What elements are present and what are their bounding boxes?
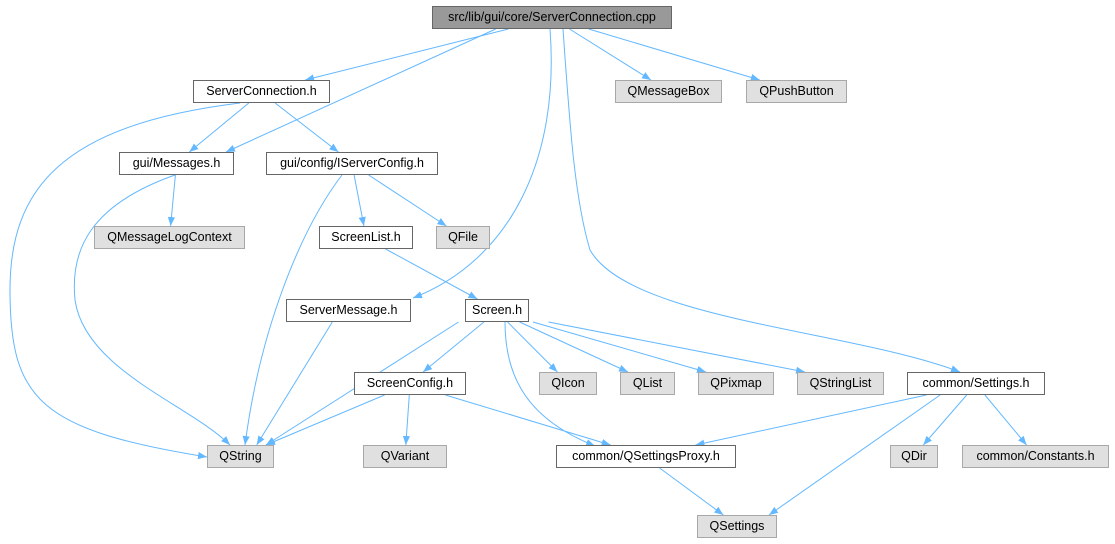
- node-serverconnection-h[interactable]: ServerConnection.h: [193, 80, 330, 103]
- edge-serverconnection_h-to-qstring: [9, 102, 241, 460]
- edge-screenlist_h-to-screen_h: [385, 248, 478, 300]
- edge-qsettingsproxy_h-to-qsettings: [659, 467, 724, 516]
- node-qstring: QString: [207, 445, 274, 468]
- edge-messages_h-to-qstring: [73, 174, 231, 446]
- edge-iserverconfig_h-to-screenlist_h: [353, 174, 366, 227]
- node-qstringlist: QStringList: [797, 372, 884, 395]
- node-screenconfig-h[interactable]: ScreenConfig.h: [354, 372, 466, 395]
- node-qsettings: QSettings: [697, 515, 777, 538]
- edge-iserverconfig_h-to-qfile: [368, 174, 447, 227]
- node-qpushbutton: QPushButton: [746, 80, 847, 103]
- node-qpixmap: QPixmap: [698, 372, 774, 395]
- edge-serverconnection_h-to-messages_h: [188, 102, 250, 153]
- edge-screen_h-to-qicon: [507, 321, 558, 373]
- edge-screen_h-to-screenconfig_h: [422, 321, 485, 373]
- edge-screen_h-to-qsettingsproxy_h: [504, 321, 596, 447]
- node-qfile: QFile: [436, 226, 490, 249]
- node-qdir: QDir: [890, 445, 938, 468]
- edge-root-to-servermessage_h: [412, 28, 552, 299]
- node-qlist: QList: [620, 372, 675, 395]
- edge-settings_h-to-constants_h: [984, 394, 1027, 446]
- node-qicon: QIcon: [539, 372, 597, 395]
- node-iserverconfig-h[interactable]: gui/config/IServerConfig.h: [266, 152, 438, 175]
- edge-root-to-qmessagebox: [569, 28, 652, 81]
- edge-root-to-messages_h: [225, 28, 496, 153]
- edge-settings_h-to-qsettingsproxy_h: [695, 394, 927, 447]
- node-screen-h[interactable]: Screen.h: [465, 299, 529, 322]
- edge-screen_h-to-qlist: [519, 321, 629, 373]
- node-root[interactable]: src/lib/gui/core/ServerConnection.cpp: [432, 6, 672, 29]
- node-servermessage-h[interactable]: ServerMessage.h: [286, 299, 411, 322]
- edge-root-to-settings_h: [562, 28, 961, 373]
- edge-root-to-qpushbutton: [588, 28, 760, 81]
- node-qvariant: QVariant: [363, 445, 447, 468]
- edge-root-to-serverconnection_h: [304, 28, 509, 82]
- edge-servermessage_h-to-qstring: [256, 321, 333, 446]
- edge-serverconnection_h-to-iserverconfig_h: [274, 102, 339, 153]
- node-qsettingsproxy-h[interactable]: common/QSettingsProxy.h: [556, 445, 736, 468]
- edge-messages_h-to-qmessagelogcontext: [167, 174, 176, 227]
- node-screenlist-h[interactable]: ScreenList.h: [319, 226, 413, 249]
- edge-iserverconfig_h-to-qstring: [242, 174, 343, 446]
- edge-screenconfig_h-to-qstring: [265, 394, 385, 446]
- edge-settings_h-to-qdir: [922, 394, 968, 446]
- edge-screen_h-to-qstringlist: [548, 321, 806, 374]
- edge-settings_h-to-qsettings: [768, 394, 941, 516]
- node-settings-h[interactable]: common/Settings.h: [907, 372, 1045, 395]
- node-constants-h: common/Constants.h: [962, 445, 1109, 468]
- node-qmessagelogcontext: QMessageLogContext: [94, 226, 245, 249]
- node-messages-h[interactable]: gui/Messages.h: [119, 152, 234, 175]
- node-qmessagebox: QMessageBox: [615, 80, 722, 103]
- edge-screenconfig_h-to-qsettingsproxy_h: [445, 394, 611, 446]
- edge-screenconfig_h-to-qvariant: [402, 394, 411, 446]
- edge-screen_h-to-qpixmap: [532, 321, 707, 373]
